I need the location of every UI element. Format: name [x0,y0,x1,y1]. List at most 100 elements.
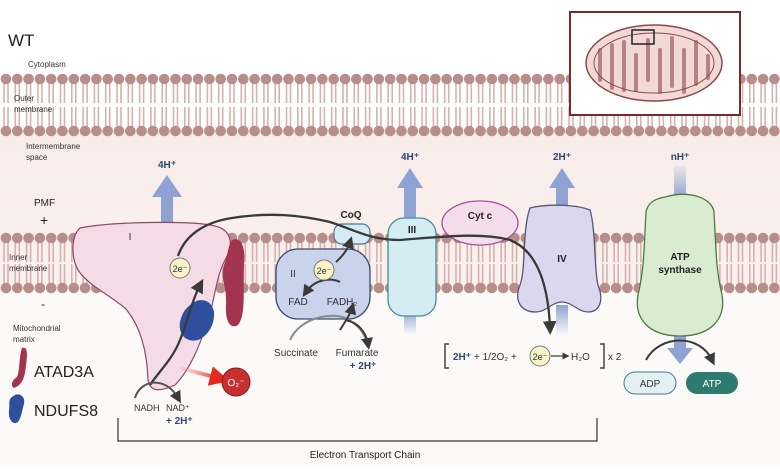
lipid-head [0,125,12,137]
lipid-head [11,232,23,244]
lipid-head [746,232,758,244]
lipid-head [226,73,238,85]
lipid-head [644,125,656,137]
lipid-head [373,125,385,137]
lipid-head [147,125,159,137]
lipid-head [125,73,136,85]
lipid-head [464,73,475,85]
electron-label-complex-ii: 2e⁻ [317,266,332,276]
lipid-head [68,282,80,294]
lipid-head [34,125,46,137]
lipid-head [283,125,294,137]
complex-iii-protons: 4H⁺ [401,152,419,163]
lipid-head [305,73,317,85]
label-plus: + [40,212,48,228]
fadh2-to-fad-arrow [302,278,341,297]
lipid-head [769,282,780,294]
lipid-head [23,282,34,294]
label-matrix-2: matrix [13,335,35,344]
lipid-head [757,73,769,85]
lipid-head [599,232,611,244]
lipid-head [396,125,407,137]
lipid-head [701,125,712,137]
cytochrome-c [441,200,519,246]
lipid-head [34,282,46,294]
lipid-head [68,125,80,137]
lipid-head [769,125,780,137]
lipid-head [543,125,554,137]
complex-iv-protons: 2H⁺ [553,152,571,163]
complex-iii-proton-arrow-icon [397,168,423,188]
lipid-head [622,282,633,294]
atp-synthase-label-2: synthase [658,265,702,276]
lipid-head [271,125,283,137]
lipid-head [509,125,520,137]
electron-pair-icon-complex-i [169,257,191,279]
electron-flow-path [176,213,557,335]
lipid-head [735,282,746,294]
lipid-head [769,232,780,244]
complex-iii [387,217,437,317]
atp-synthase-proton-inflow [674,166,686,198]
lipid-head [125,125,136,137]
nadh-label: NADH [134,403,160,413]
lipid-head [181,125,193,137]
electron-pair-icon-complex-iv [529,345,551,367]
lipid-head [238,73,249,85]
lipid-head [102,73,113,85]
lipid-head [486,282,498,294]
lipid-head [11,73,23,85]
fad-label: FAD [288,297,307,308]
lipid-head [317,73,328,85]
lipid-head [170,125,181,137]
electron-label-complex-i: 2e⁻ [173,264,188,274]
lipid-head [79,282,91,294]
label-pmf: PMF [34,198,55,209]
equation-product: H₂O [571,352,590,363]
lipid-head [317,232,328,244]
title-wt: WT [8,31,34,50]
lipid-head [260,125,272,137]
mitochondrion-inset [569,11,741,116]
lipid-head [57,125,68,137]
lipid-head [204,73,215,85]
lipid-head [509,73,520,85]
lipid-head [441,73,453,85]
lipid-head [113,73,125,85]
lipid-head [464,282,475,294]
lipid-head [565,125,577,137]
lipid-head [430,73,441,85]
lipid-head [452,282,464,294]
zoom-region-box [631,29,655,45]
fad-reduction-arrow [339,302,357,331]
lipid-head [215,125,226,137]
lipid-head [475,73,486,85]
lipid-head [0,232,12,244]
lipid-head [204,125,215,137]
lipid-head [294,125,306,137]
lipid-head [497,125,509,137]
lipid-head [475,282,486,294]
lipid-head [305,125,317,137]
lipid-head [531,73,543,85]
lipid-head [0,73,12,85]
lipid-head [407,73,419,85]
lipid-head [554,73,565,85]
equation-protons: 2H⁺ [453,352,471,363]
label-cytoplasm: Cytoplasm [28,60,66,69]
lipid-head [757,282,769,294]
lipid-head [238,125,249,137]
lipid-head [45,282,57,294]
succinate-label: Succinate [274,348,318,359]
atp-pill [686,372,738,394]
complex-i-proton-arrow-shaft [161,195,173,230]
lipid-head [678,125,690,137]
lipid-head [475,125,486,137]
label-inner-membrane-2: membrane [9,264,48,273]
lipid-head [11,282,23,294]
lipid-head [543,73,554,85]
complex-iii-proton-arrow-shaft [404,186,416,226]
cyt-c-label: Cyt c [468,211,493,222]
lipid-head [769,73,780,85]
lipid-head [441,282,453,294]
